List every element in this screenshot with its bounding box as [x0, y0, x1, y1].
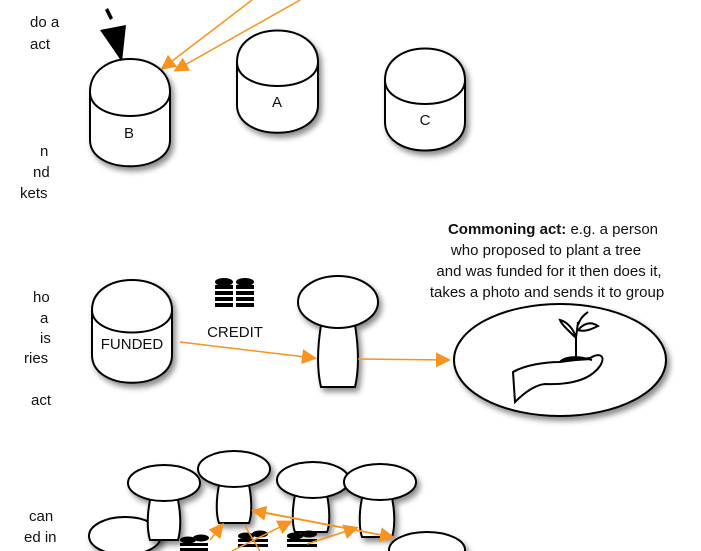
bottom-coins-icons [180, 530, 317, 551]
left-text: act [30, 36, 51, 53]
left-text: can [29, 508, 53, 525]
hand-plant-icon [511, 311, 604, 405]
container-b [89, 58, 171, 168]
commoning-line-3: and was funded for it then does it, [436, 263, 661, 280]
commoning-line-2: who proposed to plant a tree [450, 242, 641, 259]
left-text: do a [30, 14, 60, 31]
container-a [236, 29, 319, 134]
container-b-label: B [124, 125, 134, 142]
left-text: ho [33, 289, 50, 306]
orange-arrow [179, 341, 317, 365]
left-text-column: do a act n nd kets ho a is ries act can … [20, 14, 60, 546]
commoning-line-4: takes a photo and sends it to group [430, 284, 664, 301]
black-arrow-icon [100, 8, 126, 62]
person-mushroom [343, 463, 417, 538]
container-c [384, 47, 466, 152]
container-funded-label: FUNDED [101, 336, 164, 353]
container-a-label: A [272, 94, 282, 111]
orange-arrow [173, 0, 301, 72]
commoning-line-1: Commoning act: e.g. a person [448, 221, 658, 238]
bottom-right-ellipse [388, 531, 466, 551]
person-mushroom [127, 464, 201, 541]
left-text: act [31, 392, 52, 409]
container-funded [91, 279, 173, 384]
coins-icon [215, 278, 254, 307]
person-mushroom [276, 461, 350, 533]
left-text: a [40, 310, 49, 327]
left-text: ed in [24, 529, 57, 546]
commoning-act-ellipse [453, 303, 667, 417]
orange-arrow [160, 0, 253, 70]
container-c-label: C [420, 112, 431, 129]
credit-label: CREDIT [207, 324, 263, 341]
person-mushroom [297, 275, 379, 388]
commoning-rest: e.g. a person [566, 221, 658, 238]
left-text: is [40, 330, 51, 347]
commoning-bold: Commoning act: [448, 221, 566, 238]
left-text: kets [20, 185, 48, 202]
bottom-orange-arrows [208, 505, 395, 551]
person-mushroom [197, 450, 271, 524]
orange-arrow [357, 352, 451, 368]
left-text: n [40, 143, 48, 160]
left-text: nd [33, 164, 50, 181]
left-text: ries [24, 350, 48, 367]
